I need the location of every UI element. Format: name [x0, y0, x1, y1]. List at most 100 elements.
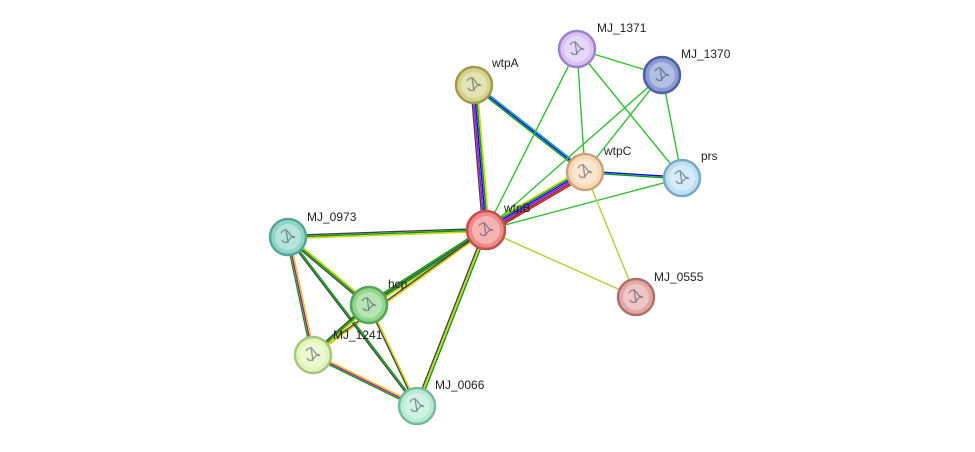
node-MJ_0066[interactable]: MJ_0066 [397, 378, 485, 426]
node-circle[interactable] [642, 55, 682, 95]
edge-evidence-line [474, 83, 587, 172]
protein-structure-icon [361, 296, 377, 312]
edge-MJ_1241-MJ_0066[interactable] [311, 352, 419, 409]
node-wtpB[interactable]: wtpB [465, 201, 531, 251]
edge-evidence-line [313, 230, 487, 357]
node-label: prs [701, 149, 718, 163]
edge-evidence-line [471, 85, 486, 231]
edge-evidence-line [287, 227, 486, 237]
node-MJ_0555[interactable]: MJ_0555 [616, 270, 704, 317]
node-inner-highlight [572, 159, 598, 185]
edge-evidence-line [414, 229, 486, 406]
node-label: MJ_1371 [597, 21, 647, 35]
node-inner-highlight [461, 72, 487, 98]
edge-evidence-line [485, 74, 663, 231]
edge-evidence-line [287, 229, 487, 238]
protein-structure-icon [628, 288, 644, 304]
edge-evidence-line [485, 229, 637, 298]
edge-wtpA-wtpC[interactable] [472, 83, 587, 174]
edge-evidence-line [312, 228, 486, 355]
node-label: MJ_1241 [333, 328, 383, 342]
node-inner-highlight [669, 165, 695, 191]
node-prs[interactable]: prs [662, 149, 718, 198]
edge-evidence-line [476, 84, 490, 230]
edge-evidence-line [576, 48, 683, 179]
edge-evidence-line [584, 171, 637, 298]
node-MJ_0973[interactable]: MJ_0973 [268, 210, 357, 257]
node-inner-highlight [300, 342, 326, 368]
node-label: MJ_0973 [307, 210, 357, 224]
node-circle[interactable] [557, 29, 597, 69]
edge-wtpC-MJ_0555[interactable] [584, 171, 637, 298]
edge-MJ_0973-MJ_1241[interactable] [285, 236, 316, 356]
edge-evidence-line [288, 236, 316, 355]
protein-structure-icon [409, 397, 425, 413]
edge-wtpA-wtpB[interactable] [470, 84, 490, 231]
edge-evidence-line [474, 84, 489, 230]
node-label: wtpB [503, 201, 531, 215]
edge-evidence-line [576, 48, 586, 173]
edge-MJ_1371-prs[interactable] [576, 48, 683, 179]
edge-evidence-line [473, 84, 586, 173]
edge-evidence-line [367, 227, 486, 304]
edge-wtpB-MJ_1241[interactable] [312, 228, 487, 357]
node-inner-highlight [472, 216, 500, 244]
edge-evidence-line [417, 230, 489, 407]
protein-structure-icon [280, 228, 296, 244]
node-inner-highlight [649, 62, 675, 88]
node-label: MJ_0066 [435, 378, 485, 392]
protein-structure-icon [305, 346, 321, 362]
protein-structure-icon [654, 66, 670, 82]
edge-evidence-line [288, 230, 487, 240]
edge-evidence-line [472, 85, 585, 174]
protein-structure-icon [569, 40, 585, 56]
node-label: wtpA [491, 56, 519, 70]
edge-evidence-line [485, 177, 683, 231]
node-wtpA[interactable]: wtpA [454, 56, 519, 105]
node-circle[interactable] [454, 65, 494, 105]
edge-wtpB-MJ_0066[interactable] [414, 229, 489, 407]
edge-evidence-line [485, 48, 578, 231]
protein-structure-icon [478, 221, 494, 237]
node-circle[interactable] [662, 158, 702, 198]
edge-evidence-line [312, 354, 418, 407]
node-label: MJ_1370 [681, 47, 731, 61]
node-inner-highlight [275, 224, 301, 250]
node-hcp[interactable]: hcp [349, 277, 408, 325]
edge-evidence-line [470, 85, 484, 231]
edge-evidence-line [285, 237, 313, 356]
protein-structure-icon [466, 76, 482, 92]
node-circle[interactable] [268, 217, 308, 257]
node-MJ_1371[interactable]: MJ_1371 [557, 21, 647, 69]
nodes-layer: wtpBwtpAwtpCMJ_1371MJ_1370prsMJ_0973hcpM… [268, 21, 731, 426]
protein-structure-icon [577, 163, 593, 179]
edge-wtpB-MJ_1370[interactable] [485, 74, 663, 231]
edge-wtpC-MJ_1371[interactable] [576, 48, 586, 173]
node-circle[interactable] [465, 209, 507, 251]
node-MJ_1241[interactable]: MJ_1241 [293, 328, 383, 375]
node-label: MJ_0555 [654, 270, 704, 284]
node-wtpC[interactable]: wtpC [565, 144, 632, 192]
node-label: hcp [388, 277, 408, 291]
edge-evidence-line [584, 74, 663, 173]
edge-evidence-line [368, 228, 486, 305]
node-inner-highlight [404, 393, 430, 419]
node-MJ_1370[interactable]: MJ_1370 [642, 47, 731, 95]
edge-wtpB-MJ_0555[interactable] [485, 229, 637, 298]
node-circle[interactable] [349, 285, 389, 325]
node-inner-highlight [623, 284, 649, 310]
edge-wtpB-MJ_1371[interactable] [485, 48, 578, 231]
node-inner-highlight [564, 36, 590, 62]
node-inner-highlight [356, 292, 382, 318]
edge-wtpB-prs[interactable] [485, 177, 683, 231]
node-circle[interactable] [565, 152, 605, 192]
edge-wtpB-MJ_0973[interactable] [287, 227, 487, 240]
node-circle[interactable] [616, 277, 656, 317]
protein-structure-icon [674, 169, 690, 185]
node-circle[interactable] [293, 335, 333, 375]
edge-evidence-line [416, 229, 487, 407]
edge-evidence-line [287, 236, 314, 356]
edge-wtpC-MJ_1370[interactable] [584, 74, 663, 173]
node-circle[interactable] [397, 386, 437, 426]
